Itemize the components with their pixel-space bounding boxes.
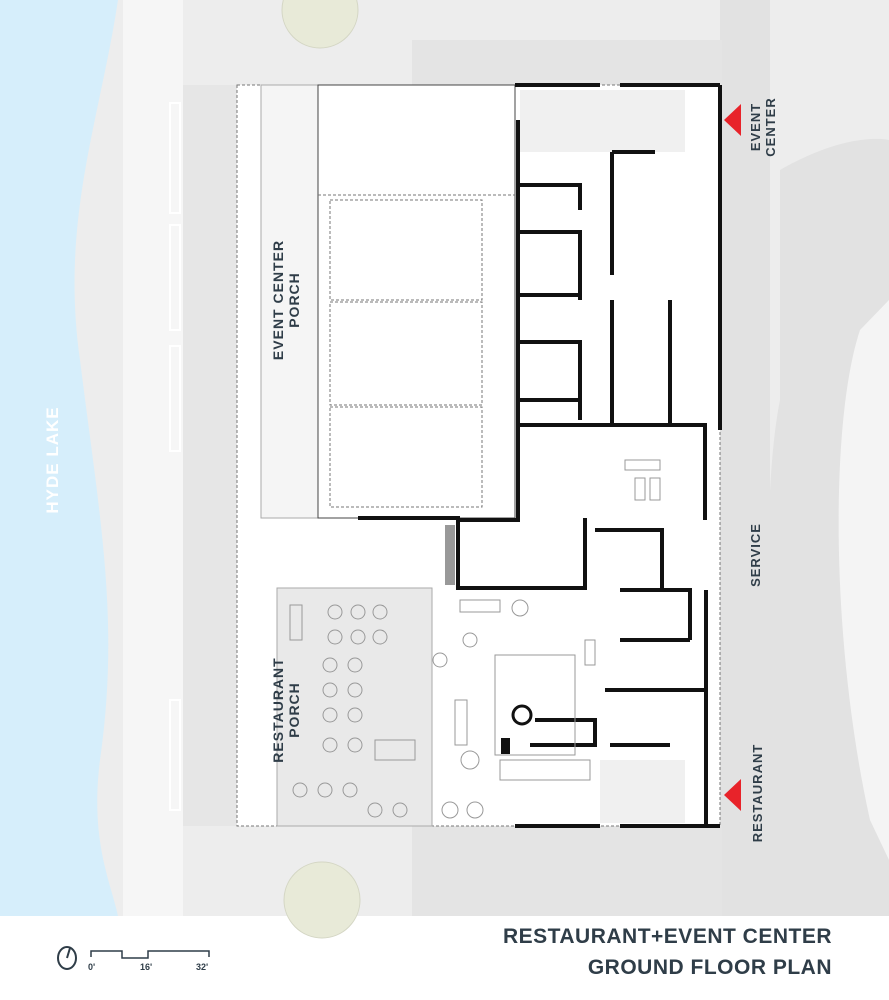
plan-title-line-2: GROUND FLOOR PLAN xyxy=(587,956,832,979)
lake-label: HYDE LAKE xyxy=(43,406,62,513)
tree-icon xyxy=(281,0,359,49)
restaurant-entry-label: RESTAURANT xyxy=(750,744,765,843)
event-center-porch xyxy=(260,84,319,519)
column xyxy=(501,738,510,754)
walls xyxy=(358,83,722,828)
lobby-paving xyxy=(520,90,685,152)
event-porch-label-1: EVENT CENTER xyxy=(270,240,286,360)
restaurant-porch xyxy=(276,587,433,827)
path-benches xyxy=(169,102,181,811)
restaurant-porch-label-2: PORCH xyxy=(286,682,302,738)
scale-bar xyxy=(90,950,210,959)
service-road xyxy=(720,0,770,916)
event-center-entry-label-2: CENTER xyxy=(763,97,778,156)
event-porch-label-2: PORCH xyxy=(286,272,302,328)
scale-tick-16: 16' xyxy=(140,962,152,972)
event-center-entry-marker-icon xyxy=(724,104,741,136)
scale-tick-32: 32' xyxy=(196,962,208,972)
north-arrow-icon xyxy=(57,946,77,970)
north-walk xyxy=(412,40,722,85)
south-walk xyxy=(412,826,722,916)
tables xyxy=(292,599,529,819)
lake xyxy=(0,0,118,916)
tree-icon xyxy=(283,861,361,939)
service-entry-label: SERVICE xyxy=(748,523,763,587)
scale-tick-0: 0' xyxy=(88,962,95,972)
column xyxy=(511,704,533,726)
terrace xyxy=(183,85,237,826)
lakeside-path xyxy=(123,0,183,916)
furniture xyxy=(289,459,661,781)
island xyxy=(838,300,889,860)
restaurant-entry-marker-icon xyxy=(724,779,741,811)
plan-title-line-1: RESTAURANT+EVENT CENTER xyxy=(502,925,832,948)
restaurant-porch-label-1: RESTAURANT xyxy=(270,657,286,762)
restaurant-vestibule xyxy=(600,760,685,823)
hall-partitions xyxy=(318,194,515,508)
event-center-entry-label-1: EVENT xyxy=(748,103,763,151)
stair xyxy=(445,525,455,585)
